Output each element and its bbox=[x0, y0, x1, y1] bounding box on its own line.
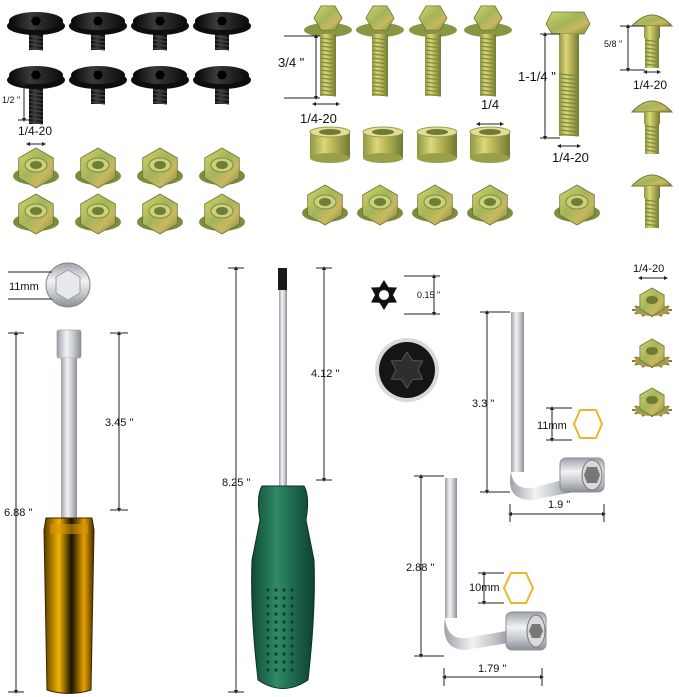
carriage-bolt-group bbox=[630, 14, 674, 228]
flange-nut bbox=[199, 193, 245, 235]
carriage-bolt-thread-label: 1/4-20 bbox=[633, 78, 668, 92]
spacer bbox=[362, 126, 404, 163]
flange-nut bbox=[302, 184, 348, 226]
kep-nut-thread-label: 1/4-20 bbox=[633, 263, 665, 275]
flange-nut bbox=[137, 193, 183, 235]
flange-nut bbox=[467, 184, 513, 226]
hex-outline-11mm bbox=[572, 409, 604, 439]
wrench-small-width-label: 1.79 " bbox=[478, 663, 507, 675]
flange-bolt bbox=[304, 5, 352, 97]
l-socket-wrench-large bbox=[509, 312, 605, 500]
torx-tip-close-up bbox=[375, 338, 439, 402]
black-bolt bbox=[69, 12, 127, 51]
flange-bolt-length-label: 3/4 " bbox=[278, 55, 305, 70]
spacer-size-label: 1/4 bbox=[481, 97, 500, 112]
wrench-large-height-label: 3.3 " bbox=[472, 398, 495, 410]
carriage-bolt bbox=[630, 100, 674, 154]
kep-nut bbox=[632, 338, 672, 368]
kep-nut bbox=[632, 287, 672, 317]
screwdriver-total-label: 8.25 " bbox=[222, 477, 251, 489]
flange-nut-group-middle bbox=[302, 184, 600, 226]
black-bolt-group bbox=[7, 12, 251, 125]
black-bolt bbox=[131, 12, 189, 51]
spacer bbox=[469, 126, 511, 163]
black-bolt bbox=[131, 66, 189, 105]
hex-bolt bbox=[545, 11, 591, 137]
carriage-bolt-length-label: 5/8 " bbox=[604, 39, 623, 49]
hex-bolt-thread-label: 1/4-20 bbox=[552, 150, 589, 165]
flange-nut bbox=[554, 184, 600, 226]
torx-tip-end-view bbox=[371, 280, 397, 310]
torx-tip-size-label: 0.15 " bbox=[417, 290, 441, 300]
black-bolt-thread-label: 1/4-20 bbox=[18, 124, 53, 138]
nut-driver-total-label: 6.88 " bbox=[4, 507, 33, 519]
flange-nut bbox=[137, 147, 183, 189]
flange-nut bbox=[199, 147, 245, 189]
l-socket-wrench-small bbox=[444, 478, 547, 651]
black-bolt-length-label: 1/2 " bbox=[2, 95, 21, 105]
flange-nut-group-left bbox=[13, 147, 245, 235]
nut-driver-shaft-label: 3.45 " bbox=[105, 417, 134, 429]
spacer bbox=[309, 126, 351, 163]
nut-driver bbox=[43, 329, 95, 694]
socket-top-view bbox=[45, 262, 91, 308]
flange-bolt bbox=[409, 5, 457, 97]
black-bolt bbox=[7, 12, 65, 51]
torx-screwdriver bbox=[251, 268, 315, 689]
wrench-small-height-label: 2.88 " bbox=[406, 562, 435, 574]
black-bolt bbox=[193, 66, 251, 105]
flange-nut bbox=[75, 193, 121, 235]
wrench-small-socket-label: 10mm bbox=[469, 582, 500, 594]
dimension-lines bbox=[8, 24, 668, 694]
flange-bolt bbox=[356, 5, 404, 97]
flange-bolt-thread-label: 1/4-20 bbox=[300, 111, 337, 126]
kep-nut-group bbox=[632, 287, 672, 417]
flange-nut bbox=[13, 193, 59, 235]
socket-size-label: 11mm bbox=[9, 281, 39, 293]
flange-nut bbox=[412, 184, 458, 226]
flange-bolt-group bbox=[304, 5, 512, 97]
black-bolt bbox=[69, 66, 127, 105]
spacer-group bbox=[309, 126, 511, 163]
carriage-bolt bbox=[630, 14, 674, 68]
black-bolt bbox=[193, 12, 251, 51]
spacer bbox=[416, 126, 458, 163]
flange-nut bbox=[75, 147, 121, 189]
flange-nut bbox=[357, 184, 403, 226]
carriage-bolt bbox=[630, 174, 674, 228]
screwdriver-shaft-label: 4.12 " bbox=[311, 368, 340, 380]
flange-nut bbox=[13, 147, 59, 189]
hex-outline-10mm bbox=[502, 572, 535, 604]
kep-nut bbox=[632, 387, 672, 417]
wrench-large-socket-label: 11mm bbox=[537, 420, 567, 432]
flange-bolt bbox=[464, 5, 512, 97]
hex-bolt-length-label: 1-1/4 " bbox=[518, 69, 556, 84]
wrench-large-width-label: 1.9 " bbox=[548, 499, 571, 511]
